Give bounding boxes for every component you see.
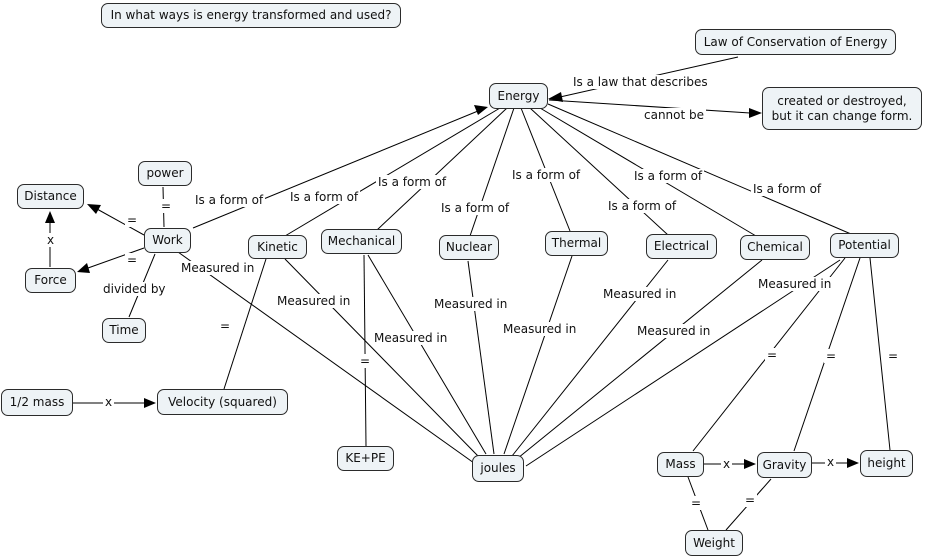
link-label-x-mass-velocity: x bbox=[103, 395, 115, 409]
mass-node[interactable]: Mass bbox=[657, 452, 704, 477]
link-label-eq-potential-height: = bbox=[886, 349, 901, 363]
link-label-eq-mass-weight: = bbox=[689, 496, 704, 510]
ke-pe-node[interactable]: KE+PE bbox=[337, 446, 394, 471]
created-or-destroyed-node[interactable]: created or destroyed, but it can change … bbox=[762, 87, 922, 130]
link-label-divided-by: divided by bbox=[101, 282, 168, 296]
gravity-node[interactable]: Gravity bbox=[757, 452, 812, 478]
link-label-form-work: Is a form of bbox=[193, 193, 266, 207]
link-label-x-mass-gravity: x bbox=[721, 457, 733, 471]
time-node[interactable]: Time bbox=[102, 318, 146, 343]
link-label-x-distance-force: x bbox=[45, 233, 57, 247]
link-label-measured-potential: Measured in bbox=[756, 277, 834, 291]
nuclear-node[interactable]: Nuclear bbox=[439, 235, 499, 260]
link-label-eq-power: = bbox=[159, 199, 174, 213]
question-node[interactable]: In what ways is energy transformed and u… bbox=[101, 3, 401, 28]
kinetic-node[interactable]: Kinetic bbox=[248, 235, 307, 259]
electrical-node[interactable]: Electrical bbox=[646, 234, 717, 259]
link-label-eq-potential-mass: = bbox=[765, 348, 780, 362]
link-label-form-mechanical: Is a form of bbox=[376, 175, 449, 189]
link-label-form-chemical: Is a form of bbox=[632, 169, 705, 183]
link-label-measured-electrical: Measured in bbox=[601, 287, 679, 301]
link-label-eq-force: = bbox=[125, 253, 140, 267]
power-node[interactable]: power bbox=[138, 161, 192, 186]
force-node[interactable]: Force bbox=[25, 268, 76, 293]
link-label-form-kinetic: Is a form of bbox=[288, 190, 361, 204]
link-label-measured-chemical: Measured in bbox=[635, 324, 713, 338]
link-label-eq-mechanical-kepe: = bbox=[358, 354, 373, 368]
link-label-cannot-be: cannot be bbox=[642, 108, 707, 122]
link-label-form-nuclear: Is a form of bbox=[439, 201, 512, 215]
link-label-form-thermal: Is a form of bbox=[510, 168, 583, 182]
half-mass-node[interactable]: 1/2 mass bbox=[1, 389, 73, 416]
chemical-node[interactable]: Chemical bbox=[740, 235, 810, 260]
joules-node[interactable]: joules bbox=[472, 455, 524, 482]
link-label-eq-kinetic-velocity: = bbox=[218, 319, 233, 333]
link-label-eq-distance: = bbox=[125, 213, 140, 227]
velocity-squared-node[interactable]: Velocity (squared) bbox=[157, 389, 288, 415]
energy-node[interactable]: Energy bbox=[489, 83, 548, 109]
thermal-node[interactable]: Thermal bbox=[545, 231, 608, 256]
potential-node[interactable]: Potential bbox=[830, 233, 899, 258]
work-node[interactable]: Work bbox=[144, 228, 191, 253]
height-node[interactable]: height bbox=[860, 450, 913, 477]
law-of-conservation-node[interactable]: Law of Conservation of Energy bbox=[695, 29, 896, 55]
distance-node[interactable]: Distance bbox=[17, 184, 84, 209]
link-label-measured-kinetic: Measured in bbox=[275, 294, 353, 308]
weight-node[interactable]: Weight bbox=[685, 530, 743, 556]
link-label-law-describes: Is a law that describes bbox=[571, 75, 710, 89]
link-label-measured-work: Measured in bbox=[179, 261, 257, 275]
link-label-form-electrical: Is a form of bbox=[606, 199, 679, 213]
link-label-eq-gravity-weight: = bbox=[743, 493, 758, 507]
link-label-measured-thermal: Measured in bbox=[501, 322, 579, 336]
mechanical-node[interactable]: Mechanical bbox=[321, 229, 402, 254]
link-label-measured-nuclear: Measured in bbox=[432, 297, 510, 311]
link-label-form-potential: Is a form of bbox=[751, 182, 824, 196]
link-label-eq-potential-gravity: = bbox=[824, 349, 839, 363]
link-label-x-gravity-height: x bbox=[825, 455, 837, 469]
link-label-measured-mechanical: Measured in bbox=[372, 331, 450, 345]
